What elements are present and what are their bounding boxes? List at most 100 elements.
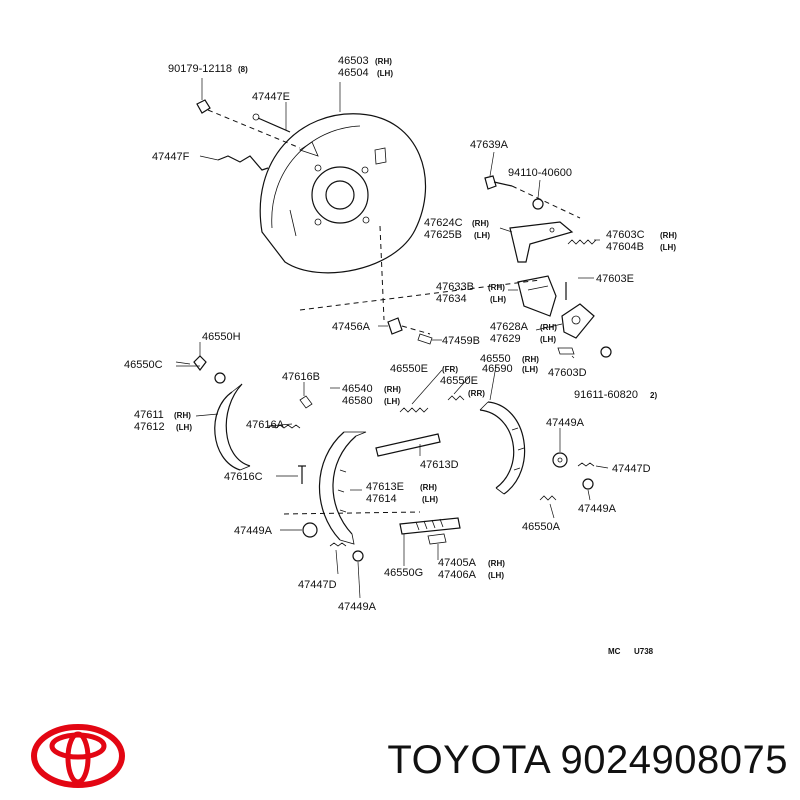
shoe-46550 — [479, 401, 526, 495]
label-47612: 47612 — [134, 421, 165, 433]
label-46580: 46580 — [342, 395, 373, 407]
label-46550E-2: 46550E — [440, 375, 478, 387]
washer-47449A-b — [352, 550, 364, 562]
washer-47449A-l — [302, 522, 318, 538]
part-labels: 90179-12118 (8) 46503 (RH) 46504 (LH) 47… — [124, 55, 677, 656]
label-47447E: 47447E — [252, 91, 290, 103]
label-47603D: 47603D — [548, 367, 587, 379]
label-u738: U738 — [634, 647, 654, 656]
label-46550: 46550 — [480, 353, 511, 365]
label-90179: 90179-12118 — [168, 63, 232, 75]
label-47634: 47634 — [436, 293, 467, 305]
label-47613E: 47613E — [366, 481, 404, 493]
label-46503-rh: (RH) — [375, 57, 392, 66]
label-46540: 46540 — [342, 383, 373, 395]
label-46550-rh: (RH) — [522, 355, 539, 364]
label-46503: 46503 — [338, 55, 369, 67]
label-46590: 46590 — [482, 363, 513, 375]
label-47628A-rh: (RH) — [540, 323, 557, 332]
label-47639A: 47639A — [470, 139, 509, 151]
label-47449A-bottom: 47449A — [338, 601, 377, 613]
shoe-46540 — [318, 431, 367, 545]
spring-47447D-r — [577, 462, 595, 467]
label-47447D-right: 47447D — [612, 463, 651, 475]
spring-47616A — [267, 424, 301, 429]
label-47624C: 47624C — [424, 217, 463, 229]
label-47447F: 47447F — [152, 151, 190, 163]
label-47611-rh: (RH) — [174, 411, 191, 420]
bolt-47639A — [484, 175, 581, 219]
adjuster-47456A — [387, 317, 433, 345]
label-47634-lh: (LH) — [490, 295, 506, 304]
backing-plate — [259, 113, 427, 274]
label-47456A: 47456A — [332, 321, 371, 333]
spring-46550E-fr — [399, 407, 429, 413]
label-47614-lh: (LH) — [422, 495, 438, 504]
label-47603C: 47603C — [606, 229, 645, 241]
washer-small — [214, 372, 226, 384]
label-47629-lh: (LH) — [540, 335, 556, 344]
label-91611: 91611-60820 — [574, 389, 638, 401]
label-47613D: 47613D — [420, 459, 459, 471]
label-46504-lh: (LH) — [377, 69, 393, 78]
washer-94110 — [532, 198, 544, 210]
washer-91611 — [600, 346, 612, 358]
label-47405A: 47405A — [438, 557, 477, 569]
label-47603C-rh: (RH) — [660, 231, 677, 240]
label-47611: 47611 — [134, 409, 164, 421]
label-47449A-left: 47449A — [234, 525, 273, 537]
label-47604B-lh: (LH) — [660, 243, 676, 252]
label-46550E-2-sfx: (RR) — [468, 389, 485, 398]
bolt-90179 — [196, 99, 301, 149]
label-47616C: 47616C — [224, 471, 263, 483]
label-47604B: 47604B — [606, 241, 644, 253]
label-47616A: 47616A — [246, 419, 285, 431]
label-46550E-1-sfx: (FR) — [442, 365, 458, 374]
label-47406A: 47406A — [438, 569, 477, 581]
clip-47447F — [217, 155, 269, 171]
label-46590-lh: (LH) — [522, 365, 538, 374]
label-47449A-right2: 47449A — [578, 503, 617, 515]
label-46580-lh: (LH) — [384, 397, 400, 406]
spring-46550H — [193, 355, 207, 371]
label-46550H: 46550H — [202, 331, 241, 343]
label-qty-8: (8) — [238, 65, 248, 74]
label-46550G: 46550G — [384, 567, 423, 579]
plate-47628A — [561, 303, 595, 339]
spring-47603C — [567, 239, 597, 245]
clip-47603D — [557, 347, 575, 355]
label-47449A-right: 47449A — [546, 417, 585, 429]
label-47447D-left: 47447D — [298, 579, 337, 591]
label-47405A-rh: (RH) — [488, 559, 505, 568]
label-qty-2: 2) — [650, 391, 657, 400]
washer-47449A-r — [552, 452, 568, 468]
label-47616B: 47616B — [282, 371, 320, 383]
label-47612-lh: (LH) — [176, 423, 192, 432]
label-47628A: 47628A — [490, 321, 529, 333]
pin-47616B — [299, 395, 313, 409]
lever-47624C — [509, 221, 574, 263]
washer-47449A-r2 — [582, 478, 594, 490]
label-47406A-lh: (LH) — [488, 571, 504, 580]
label-46550E-1: 46550E — [390, 363, 428, 375]
label-47633B: 47633B — [436, 281, 474, 293]
strut-47613D — [375, 433, 441, 457]
label-46550A: 46550A — [522, 521, 561, 533]
label-mc: MC — [608, 647, 621, 656]
label-47459B: 47459B — [442, 335, 480, 347]
label-46540-rh: (RH) — [384, 385, 401, 394]
brand-part-number: TOYOTA 9024908075 — [387, 738, 788, 782]
spring-47447D-l — [329, 542, 347, 547]
label-46504: 46504 — [338, 67, 369, 79]
leader-lines — [175, 78, 609, 599]
adjuster-47405A — [399, 517, 461, 545]
label-94110: 94110-40600 — [508, 167, 572, 179]
label-47629: 47629 — [490, 333, 521, 345]
spring-46550A — [539, 495, 557, 501]
pin-47616C — [298, 465, 306, 484]
label-47613E-rh: (RH) — [420, 483, 437, 492]
spring-46550E-rr — [447, 395, 465, 401]
label-47603E: 47603E — [596, 273, 634, 285]
label-47625B: 47625B — [424, 229, 462, 241]
label-47624C-rh: (RH) — [472, 219, 489, 228]
